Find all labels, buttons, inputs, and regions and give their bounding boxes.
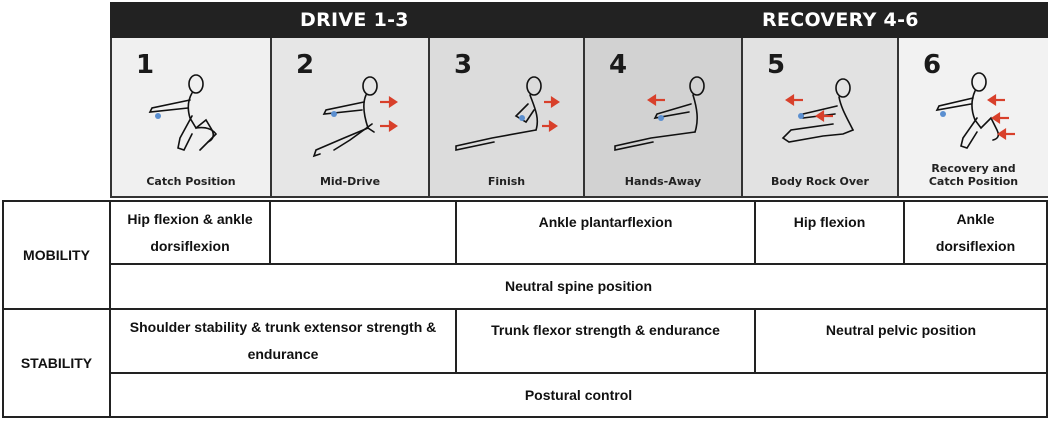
- handle-dot: [155, 113, 161, 119]
- phase-caption: Finish: [487, 175, 526, 188]
- phase-number: 6: [923, 50, 942, 80]
- pull-arrows: [647, 93, 665, 107]
- pull-arrows: [987, 93, 1015, 141]
- stability-row-divider: [110, 372, 1048, 374]
- phase-caption: Recovery and Catch Position: [928, 162, 1019, 188]
- push-arrows: [542, 95, 560, 133]
- phase-panel-1: 1 Catch Position: [110, 38, 270, 198]
- mobility-row-divider: [110, 263, 1048, 265]
- mobility-col-divider: [455, 200, 457, 264]
- phase-number: 2: [296, 50, 315, 80]
- phase-caption: Catch Position: [146, 175, 236, 188]
- phase-caption: Mid-Drive: [319, 175, 381, 188]
- handle-dot: [798, 113, 804, 119]
- mobility-cell-4: Hip flexion: [793, 213, 866, 230]
- pull-arrows: [785, 93, 833, 123]
- mobility-col-divider: [269, 200, 271, 264]
- phase-number: 5: [767, 50, 786, 80]
- phase-panel-4: 4 Hands-Away: [583, 38, 741, 198]
- phase-caption: Hands-Away: [624, 175, 702, 188]
- table-bottom-border: [2, 416, 1048, 418]
- rower-recovery-catch-icon: [935, 72, 1015, 149]
- handle-dot: [519, 115, 525, 121]
- phase-panel-3: 3 Finish: [428, 38, 583, 198]
- phase-banner: DRIVE 1-3 RECOVERY 4-6: [110, 2, 1048, 38]
- mobility-cell-5: Ankle dorsiflexion: [935, 210, 1016, 254]
- rower-body-rock-over-icon: [781, 78, 854, 143]
- drive-phase-title: DRIVE 1-3: [300, 9, 409, 31]
- phase-panel-6: 6 Recovery and Catch Position: [897, 38, 1048, 198]
- phase-number: 1: [136, 50, 155, 80]
- handle-dot: [658, 115, 664, 121]
- mobility-cell-1: Hip flexion & ankle dorsiflexion: [127, 210, 253, 254]
- rower-mid-drive-icon: [312, 76, 398, 158]
- mobility-cell-2: [271, 202, 455, 263]
- stability-col-divider: [455, 309, 457, 373]
- stability-cell-2: Trunk flexor strength & endurance: [491, 321, 720, 338]
- mobility-cell-3: Ankle plantarflexion: [538, 213, 673, 230]
- recovery-phase-title: RECOVERY 4-6: [762, 9, 919, 31]
- phase-number: 4: [609, 50, 628, 80]
- stability-col-divider: [754, 309, 756, 373]
- stability-cell-1: Shoulder stability & trunk extensor stre…: [129, 319, 437, 362]
- handle-dot: [940, 111, 946, 117]
- phase-panel-5: 5 Body Rock Over: [741, 38, 897, 198]
- phase-panel-2: 2 Mid-Drive: [270, 38, 428, 198]
- rower-catch-icon: [148, 74, 218, 151]
- phase-caption: Body Rock Over: [771, 175, 869, 188]
- mobility-col-divider: [754, 200, 756, 264]
- rower-finish-icon: [455, 76, 560, 151]
- rower-hands-away-icon: [614, 76, 705, 151]
- push-arrows: [380, 95, 398, 133]
- stability-cell-3: Neutral pelvic position: [825, 321, 977, 338]
- table-top-border: [2, 200, 1048, 202]
- mobility-col-divider: [903, 200, 905, 264]
- row-label-stability: STABILITY: [20, 354, 93, 371]
- mobility-spanning-cell: Neutral spine position: [504, 278, 652, 294]
- handle-dot: [331, 111, 337, 117]
- phase-number: 3: [454, 50, 473, 80]
- section-divider: [2, 308, 1048, 310]
- row-label-mobility: MOBILITY: [23, 246, 90, 263]
- stability-spanning-cell: Postural control: [524, 386, 633, 403]
